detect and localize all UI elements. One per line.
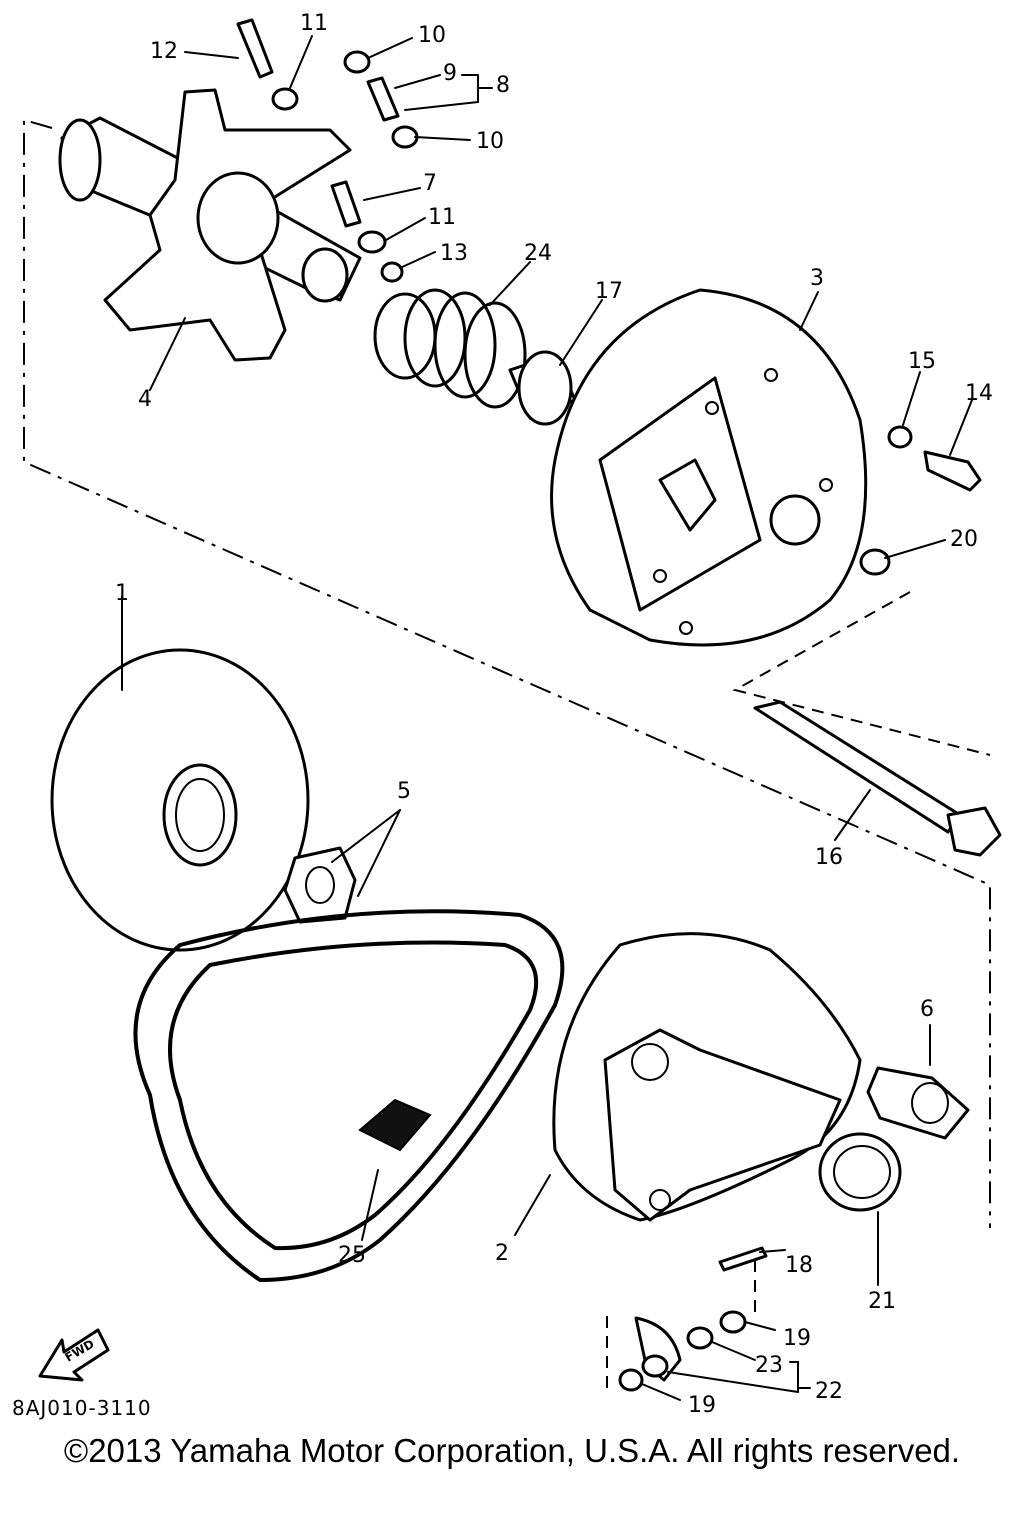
weight-part <box>283 846 357 924</box>
fixed-sheave-part <box>50 648 310 952</box>
callout-labels: 1 2 3 4 5 6 7 8 9 10 10 11 11 12 13 14 1… <box>115 11 993 1418</box>
small-hardware-top <box>236 18 419 283</box>
ring-part <box>818 1132 902 1212</box>
callout-22: 22 <box>815 1379 843 1404</box>
callout-2: 2 <box>495 1241 509 1266</box>
drive-belt-part <box>133 909 565 1282</box>
callout-4: 4 <box>138 387 152 412</box>
callout-7: 7 <box>423 171 437 196</box>
callout-19b: 19 <box>688 1393 716 1418</box>
leader-lines <box>121 35 973 1401</box>
bushing-part <box>508 350 577 426</box>
callout-12: 12 <box>150 39 178 64</box>
sleeve-part <box>866 1066 970 1140</box>
callout-11b: 11 <box>428 205 456 230</box>
callout-16: 16 <box>815 845 843 870</box>
callout-19a: 19 <box>783 1326 811 1351</box>
callout-13: 13 <box>440 241 468 266</box>
callout-23: 23 <box>755 1353 783 1378</box>
callout-8: 8 <box>496 73 510 98</box>
assembly-guide-line <box>23 118 991 1228</box>
diagram-code: 8AJ010-3110 <box>12 1396 152 1420</box>
callout-25: 25 <box>338 1243 366 1268</box>
callout-6: 6 <box>920 997 934 1022</box>
callout-11a: 11 <box>300 11 328 36</box>
callout-10a: 10 <box>418 23 446 48</box>
callout-15: 15 <box>908 349 936 374</box>
movable-sheave-part <box>552 932 862 1222</box>
callout-20: 20 <box>950 527 978 552</box>
callout-24: 24 <box>524 241 552 266</box>
long-bolt-part <box>753 700 1002 857</box>
spring-part <box>373 288 527 409</box>
primary-cover-part <box>550 288 868 647</box>
callout-18: 18 <box>785 1253 813 1278</box>
callout-17: 17 <box>595 279 623 304</box>
callout-1: 1 <box>115 581 129 606</box>
pin-part <box>718 1246 768 1272</box>
bolt-guide-line <box>732 591 991 756</box>
small-hardware-right <box>859 425 982 576</box>
fwd-arrow-icon: FWD <box>38 1328 110 1382</box>
cam-arm-part <box>606 1260 756 1392</box>
callout-9: 9 <box>443 61 457 86</box>
copyright-notice: ©2013 Yamaha Motor Corporation, U.S.A. A… <box>63 1432 961 1469</box>
callout-14: 14 <box>965 381 993 406</box>
callout-3: 3 <box>810 266 824 291</box>
spider-hub-part <box>58 88 362 362</box>
callout-5: 5 <box>397 779 411 804</box>
callout-21: 21 <box>868 1289 896 1314</box>
callout-10b: 10 <box>476 129 504 154</box>
